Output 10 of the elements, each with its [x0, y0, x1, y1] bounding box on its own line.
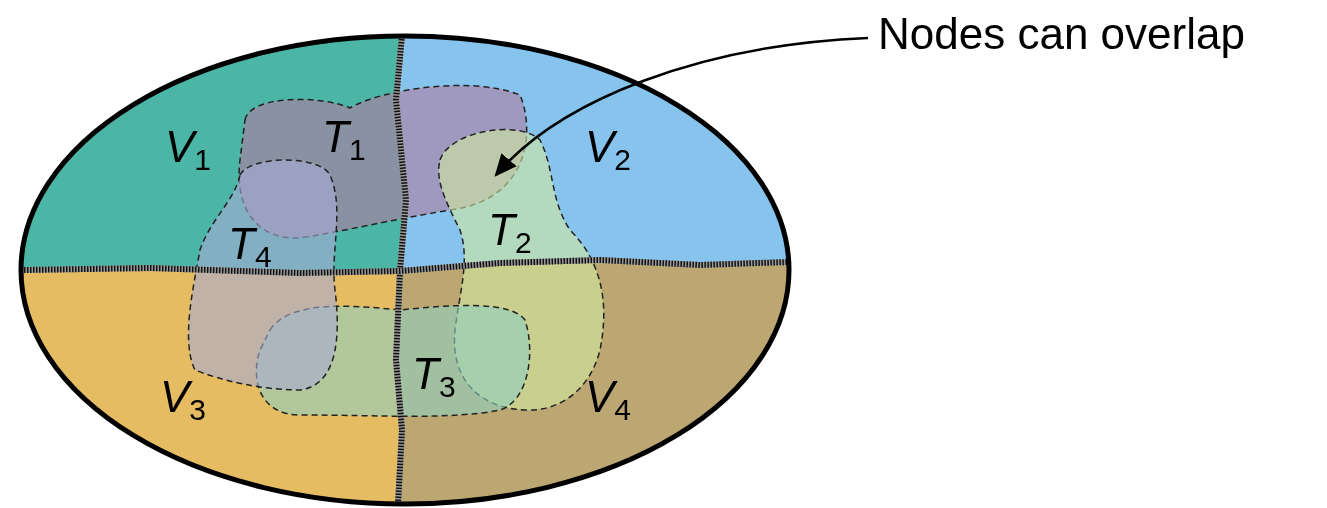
- region-label: T$_{3}$: [412, 352, 456, 402]
- region-label: T$_{2}$: [488, 208, 532, 258]
- leader-arrow: [494, 36, 869, 177]
- region-label: V$_{2}$: [585, 125, 632, 175]
- region-label: T$_{4}$: [228, 222, 272, 272]
- region-label: V$_{3}$: [160, 375, 207, 425]
- callout-text: Nodes can overlap: [878, 12, 1245, 56]
- region-label: V$_{1}$: [165, 125, 212, 175]
- region-label: T$_{1}$: [322, 115, 366, 165]
- region-label: V$_{4}$: [585, 375, 632, 425]
